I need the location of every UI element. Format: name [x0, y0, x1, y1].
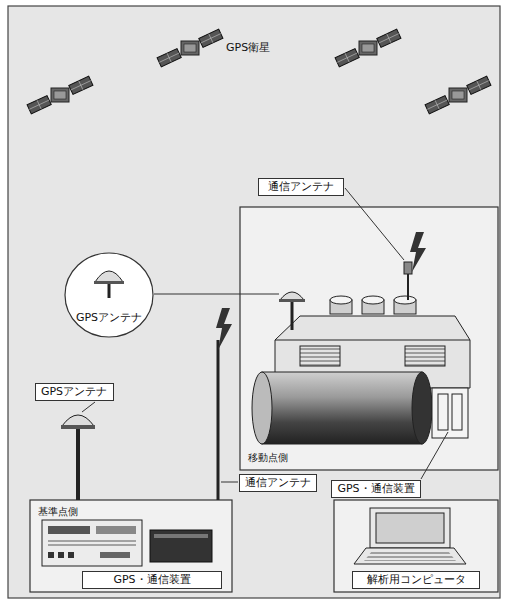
node-text: 通信アンテナ	[268, 180, 334, 193]
satellite-label: GPS衛星	[226, 40, 270, 55]
roller-vehicle	[252, 232, 470, 444]
node-text: 移動点側	[248, 452, 288, 464]
mobile-station-box: 移動点側	[240, 207, 498, 470]
node-text: GPSアンテナ	[76, 311, 142, 324]
device-label: GPS・通信装置	[82, 571, 222, 589]
antenna-callout: GPSアンテナ	[64, 252, 154, 338]
node-text: GPS・通信装置	[113, 573, 190, 586]
node-text: 解析用コンピュータ	[367, 573, 466, 586]
node-text: GPSアンテナ	[41, 385, 107, 398]
computer-label: 解析用コンピュータ	[352, 571, 480, 589]
device-label: GPS・通信装置	[331, 480, 421, 498]
antenna-label: 通信アンテナ	[258, 178, 344, 196]
base-station-box: 基準点側 GPS・通信装置	[30, 500, 232, 592]
antenna-label: 通信アンテナ	[239, 474, 317, 492]
node-text: GPS・通信装置	[337, 482, 414, 495]
antenna-label: GPSアンテナ	[35, 383, 114, 401]
node-text: 基準点側	[38, 506, 78, 518]
node-text: 通信アンテナ	[245, 476, 311, 489]
callout-circle	[64, 252, 154, 338]
